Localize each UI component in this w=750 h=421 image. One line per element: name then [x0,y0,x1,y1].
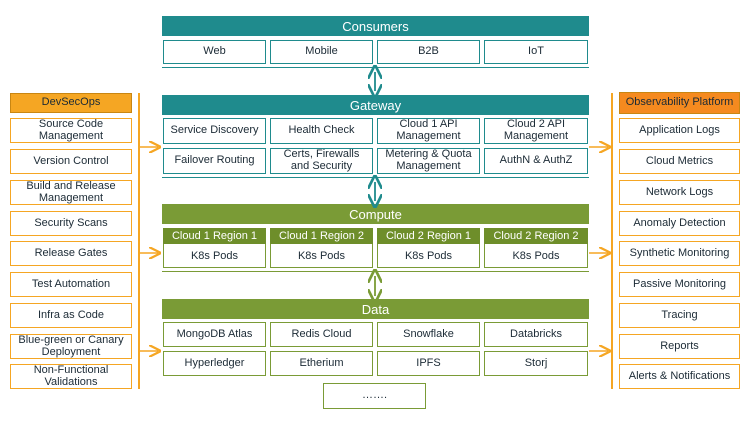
observability-item: Alerts & Notifications [619,364,740,389]
devsecops-item: Infra as Code [10,303,132,328]
compute-title: Compute [349,206,402,222]
gateway-cloud2-api: Cloud 2 API Management [484,118,588,144]
region-cloud2-region1: Cloud 2 Region 1 [377,228,480,244]
region-pods-3: K8s Pods [377,244,480,268]
region-cloud1-region1: Cloud 1 Region 1 [163,228,266,244]
observability-item: Network Logs [619,180,740,205]
observability-title: Observability Platform [625,96,734,109]
consumers-header: Consumers [162,16,589,36]
observability-item: Application Logs [619,118,740,143]
observability-item: Tracing [619,303,740,328]
consumer-iot: IoT [484,40,588,64]
data-snowflake: Snowflake [377,322,480,347]
gateway-service-discovery: Service Discovery [163,118,266,144]
observability-item: Passive Monitoring [619,272,740,297]
devsecops-item: Security Scans [10,211,132,236]
gateway-failover-routing: Failover Routing [163,148,266,174]
data-more: ……. [323,383,426,409]
region-pods-2: K8s Pods [270,244,373,268]
consumer-mobile: Mobile [270,40,373,64]
gateway-cloud1-api: Cloud 1 API Management [377,118,480,144]
devsecops-title: DevSecOps [41,96,101,109]
gateway-authn-authz: AuthN & AuthZ [484,148,588,174]
region-cloud2-region2: Cloud 2 Region 2 [484,228,588,244]
observability-divider [611,93,613,389]
devsecops-item: Version Control [10,149,132,174]
region-pods-1: K8s Pods [163,244,266,268]
data-hyperledger: Hyperledger [163,351,266,376]
consumers-title: Consumers [342,18,409,34]
compute-header: Compute [162,204,589,224]
consumer-b2b: B2B [377,40,480,64]
observability-item: Reports [619,334,740,359]
observability-item: Anomaly Detection [619,211,740,236]
gateway-header: Gateway [162,95,589,115]
region-pods-4: K8s Pods [484,244,588,268]
gateway-health-check: Health Check [270,118,373,144]
data-mongodb: MongoDB Atlas [163,322,266,347]
devsecops-item: Test Automation [10,272,132,297]
devsecops-item: Source Code Management [10,118,132,143]
devsecops-item: Build and Release Management [10,180,132,205]
consumer-web: Web [163,40,266,64]
devsecops-item: Non-Functional Validations [10,364,132,389]
data-title: Data [361,301,390,317]
devsecops-divider [138,93,140,389]
devsecops-header: DevSecOps [10,93,132,113]
observability-item: Synthetic Monitoring [619,241,740,266]
devsecops-item: Release Gates [10,241,132,266]
gateway-certs-security: Certs, Firewalls and Security [270,148,373,174]
observability-header: Observability Platform [619,92,740,114]
data-header: Data [162,299,589,319]
devsecops-item: Blue-green or Canary Deployment [10,334,132,359]
data-redis: Redis Cloud [270,322,373,347]
data-etherium: Etherium [270,351,373,376]
data-storj: Storj [484,351,588,376]
observability-item: Cloud Metrics [619,149,740,174]
gateway-metering-quota: Metering & Quota Management [377,148,480,174]
data-databricks: Databricks [484,322,588,347]
gateway-title: Gateway [349,97,402,113]
data-ipfs: IPFS [377,351,480,376]
region-cloud1-region2: Cloud 1 Region 2 [270,228,373,244]
